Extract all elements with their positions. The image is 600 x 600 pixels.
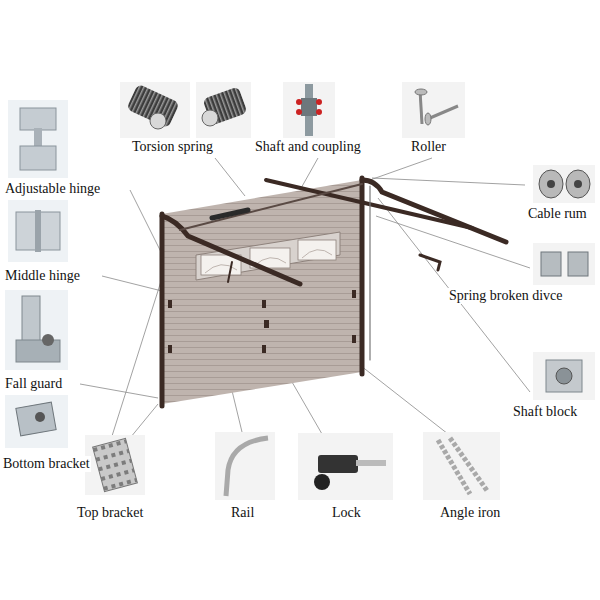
part-label: Top bracket <box>76 505 144 521</box>
photo-frame <box>8 100 68 178</box>
drum-hub <box>574 180 582 188</box>
bracket-photo <box>93 438 138 491</box>
spring <box>212 210 248 218</box>
photo-frame <box>283 82 335 138</box>
bolt <box>316 99 322 105</box>
photo-frame <box>533 243 595 285</box>
roller-wheel <box>415 89 427 95</box>
part-label: Angle iron <box>439 505 501 521</box>
hinges <box>168 290 356 353</box>
photo-frame <box>5 290 68 370</box>
drum-photo <box>539 170 563 198</box>
shaft <box>180 184 362 230</box>
part-label: Spring broken divce <box>448 288 564 304</box>
hinge-photo <box>20 146 56 170</box>
bolt <box>316 109 322 115</box>
part-label: Shaft block <box>512 404 578 420</box>
bracket-hole <box>35 412 45 422</box>
leader-line <box>372 178 525 185</box>
bracket-photo <box>16 402 56 436</box>
guard-photo <box>16 340 60 362</box>
coupling-photo <box>301 98 317 116</box>
part-photos <box>5 82 595 500</box>
part-label: Roller <box>410 139 447 155</box>
leader-line <box>300 158 318 190</box>
hinge <box>168 345 172 353</box>
leader-lines <box>80 158 530 460</box>
frame-right <box>360 178 365 374</box>
device-photo <box>541 252 561 276</box>
lock-knob <box>314 474 330 490</box>
part-label: Middle hinge <box>4 268 81 284</box>
part-label: Shaft and coupling <box>254 139 362 155</box>
hinge-pin <box>35 210 41 252</box>
photo-frame <box>120 82 190 138</box>
lock-photo <box>318 455 358 473</box>
part-label: Lock <box>331 505 362 521</box>
part-label: Bottom bracket <box>2 456 91 472</box>
lock-bar <box>356 460 386 466</box>
part-label: Adjustable hinge <box>4 181 101 197</box>
rail-photo <box>226 438 268 496</box>
photo-frame <box>298 433 393 500</box>
window <box>298 240 336 260</box>
photo-frame <box>5 395 68 448</box>
hinge <box>352 335 356 343</box>
part-label: Torsion spring <box>131 139 214 155</box>
door-panel <box>162 180 362 404</box>
angle-iron-photo <box>450 438 488 492</box>
rail-left <box>162 216 300 284</box>
hinge <box>168 300 172 308</box>
spring-photo <box>202 86 247 125</box>
photo-frame <box>423 432 500 500</box>
hinge <box>262 300 266 308</box>
hinge-photo <box>20 108 56 130</box>
photo-frame <box>8 200 68 262</box>
frame-left <box>160 214 165 406</box>
part-label: Rail <box>230 505 255 521</box>
block-photo <box>546 360 582 392</box>
photo-frame <box>215 432 275 500</box>
lock <box>264 320 269 328</box>
bearing <box>556 368 572 384</box>
leader-line <box>370 158 432 180</box>
photo-frame <box>85 435 145 495</box>
angle-iron-photo <box>438 440 470 494</box>
roller-wheel <box>425 113 431 125</box>
guard-wheel <box>42 334 54 346</box>
bolts <box>296 99 322 115</box>
photo-frame <box>402 82 465 138</box>
spring-cone <box>202 110 218 126</box>
part-label: Fall guard <box>4 376 63 392</box>
handle <box>228 262 232 282</box>
bolt <box>296 109 302 115</box>
drum-hub <box>547 180 555 188</box>
leader-line <box>215 158 245 196</box>
bracket <box>420 255 440 270</box>
cable <box>369 186 370 360</box>
hinge <box>352 290 356 298</box>
spring-cone <box>150 113 166 129</box>
bolt <box>296 99 302 105</box>
spring-photo <box>126 84 180 129</box>
arch <box>302 250 332 258</box>
photo-frame <box>533 165 595 203</box>
photo-frame <box>196 82 251 138</box>
part-label: Cable rum <box>527 206 588 222</box>
leader-line <box>356 362 448 434</box>
photo-frame <box>533 352 595 400</box>
hinge <box>262 345 266 353</box>
drum-photo <box>566 170 590 198</box>
leader-line <box>80 384 158 398</box>
rail-right <box>362 180 506 242</box>
roller-stem <box>430 106 458 118</box>
top-rail <box>266 180 472 228</box>
device-photo <box>568 252 588 276</box>
